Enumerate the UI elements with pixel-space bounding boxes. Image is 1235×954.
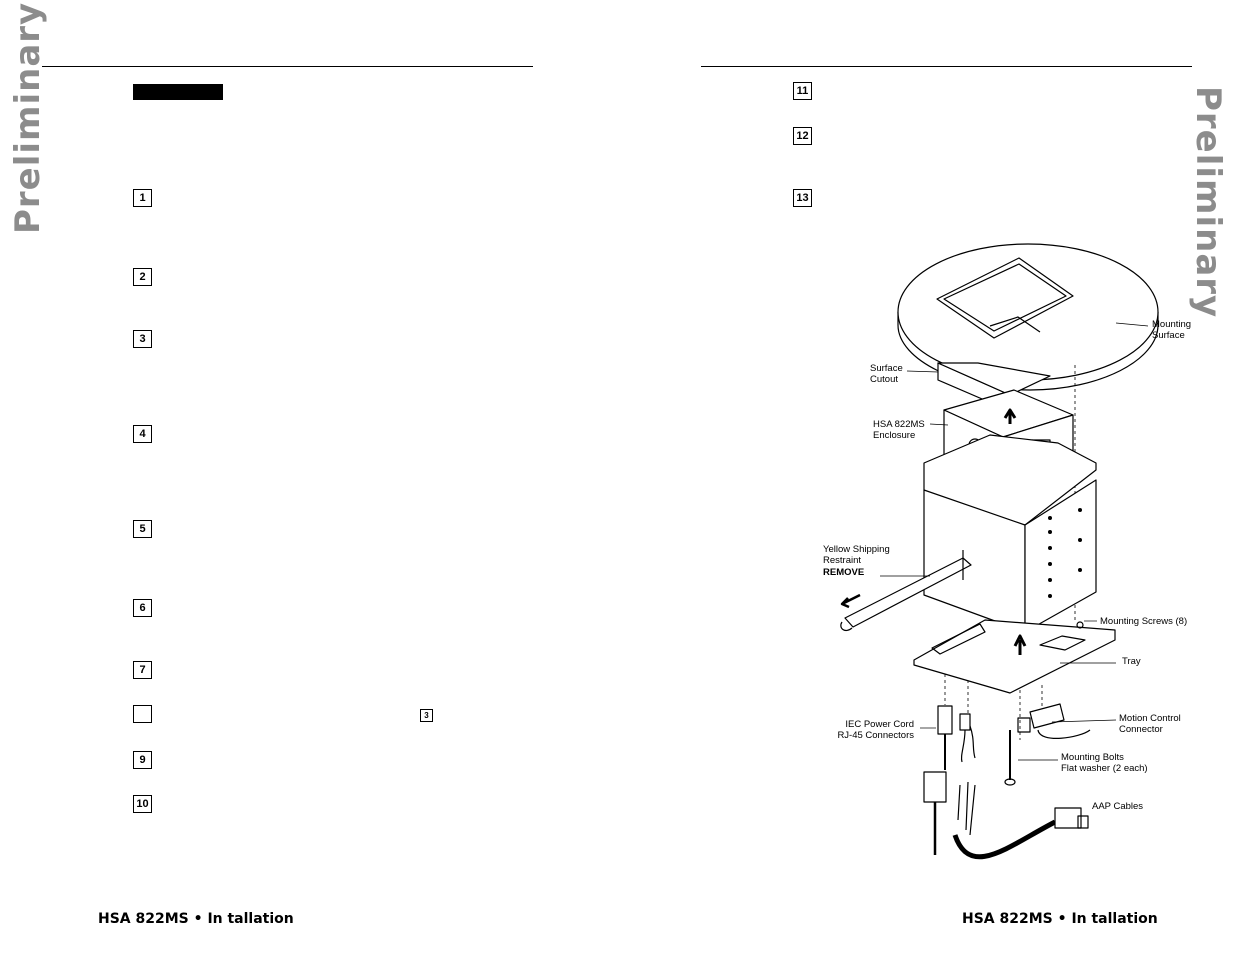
tray-plate [913,619,1116,694]
step-1: 1 [133,189,152,207]
power-cord-connectors [937,705,976,770]
step-9: 9 [133,751,152,769]
label-mounting-screws: Mounting Screws (8) [1100,616,1188,627]
label-power-cord: IEC Power Cord RJ-45 Connectors [837,719,914,741]
step-3: 3 [133,330,152,348]
step-8-blank [133,705,152,723]
step-11: 11 [793,82,812,100]
step-12: 12 [793,127,812,145]
label-mounting-surface: Mounting Surface [1152,319,1192,341]
left-footer: HSA 822MS • In tallation [98,911,294,927]
shipping-restraint-bar [840,550,972,632]
right-header-rule [701,66,1192,67]
aap-cables [923,771,1089,860]
right-footer: HSA 822MS • In tallation [962,911,1158,927]
label-remove: REMOVE [823,567,865,578]
step-13: 13 [793,189,812,207]
mounting-surface-disk [897,243,1159,391]
label-surface-cutout: Surface Cutout [870,363,903,385]
step-7: 7 [133,661,152,679]
label-motion-control: Motion Control Connector [1119,713,1181,735]
step-2: 2 [133,268,152,286]
label-tray: Tray [1122,656,1141,667]
left-header-rule [42,66,533,67]
step-5: 5 [133,520,152,538]
step-10: 10 [133,795,152,813]
housing-body [923,434,1097,633]
step-4: 4 [133,425,152,443]
mounting-bolt [1004,730,1016,786]
step-6: 6 [133,599,152,617]
label-aap-cables: AAP Cables [1092,801,1144,812]
label-shipping-restraint: Yellow Shipping Restraint REMOVE [823,544,890,578]
label-mounting-bolts: Mounting Bolts Flat washer (2 each) [1061,752,1148,774]
step-3-inline-ref: 3 [420,709,433,722]
section-heading-bar [133,84,223,100]
label-enclosure: HSA 822MS Enclosure [873,419,925,441]
